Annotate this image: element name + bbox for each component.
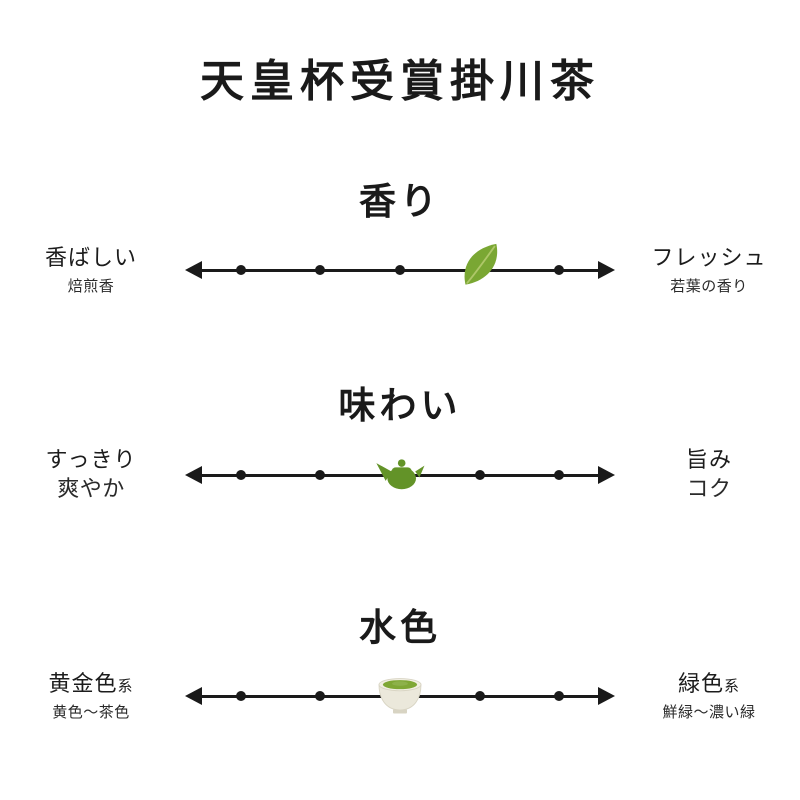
color-right-sub: 鮮緑〜濃い緑 (662, 703, 756, 722)
taste-left-main: すっきり (45, 447, 137, 473)
aroma-right-main: フレッシュ (651, 246, 767, 272)
tick-dot (235, 470, 246, 481)
color-left-label: 黄金色系 黄色〜茶色 (11, 670, 171, 722)
taste-axis (185, 446, 615, 504)
color-left-sub: 黄色〜茶色 (52, 703, 130, 722)
tick-dot (315, 691, 326, 702)
tick-dot (395, 265, 405, 276)
aroma-scale-row: 香ばしい 焙煎香 フレッシュ 若葉の香り (0, 241, 800, 299)
color-left-suffix: 系 (117, 677, 134, 696)
taste-left-sub: 爽やか (57, 477, 125, 503)
arrow-right-icon (598, 466, 615, 485)
tick-dot (315, 470, 326, 481)
arrow-left-icon (185, 687, 202, 706)
taste-scale-title: 味わい (338, 383, 462, 428)
taste-right-sub: コク (686, 477, 732, 503)
tick-dot (554, 470, 565, 481)
color-scale-row: 黄金色系 黄色〜茶色 緑色系 鮮 (0, 667, 800, 725)
arrow-left-icon (185, 466, 202, 485)
aroma-scale-title: 香り (359, 178, 441, 223)
tick-dot (315, 265, 326, 276)
taste-scale-row: すっきり 爽やか 旨み コク (0, 446, 800, 505)
tick-dot (554, 265, 565, 276)
aroma-right-label: フレッシュ 若葉の香り (629, 244, 789, 296)
aroma-left-main: 香ばしい (44, 246, 137, 272)
color-left-main: 黄金色系 (48, 672, 134, 698)
tick-dot (474, 691, 485, 702)
color-axis (185, 667, 615, 725)
leaf-icon (451, 238, 509, 296)
taste-section: 味わい すっきり 爽やか (0, 383, 800, 505)
aroma-section: 香り 香ばしい 焙煎香 フレッシュ 若葉の香り (0, 179, 800, 299)
arrow-left-icon (185, 261, 202, 280)
arrow-right-icon (598, 261, 615, 280)
color-right-label: 緑色系 鮮緑〜濃い緑 (629, 670, 789, 722)
taste-left-label: すっきり 爽やか (11, 446, 171, 505)
taste-right-main: 旨み (685, 447, 732, 473)
color-scale-title: 水色 (359, 604, 441, 649)
tick-dot (235, 691, 246, 702)
teacup-icon (372, 674, 428, 718)
aroma-left-sub: 焙煎香 (67, 276, 115, 295)
color-section: 水色 黄金色系 黄色〜茶色 (0, 605, 800, 725)
aroma-axis (185, 241, 615, 299)
tick-dot (554, 691, 565, 702)
color-right-main: 緑色系 (677, 672, 741, 698)
color-right-suffix: 系 (724, 677, 741, 696)
page-title: 天皇杯受賞掛川茶 (200, 56, 600, 107)
tick-dot (235, 265, 246, 276)
aroma-right-sub: 若葉の香り (670, 276, 748, 295)
teapot-icon (373, 452, 427, 496)
arrow-right-icon (598, 687, 615, 706)
taste-right-label: 旨み コク (629, 446, 789, 505)
tick-dot (474, 470, 485, 481)
aroma-left-label: 香ばしい 焙煎香 (11, 244, 171, 296)
